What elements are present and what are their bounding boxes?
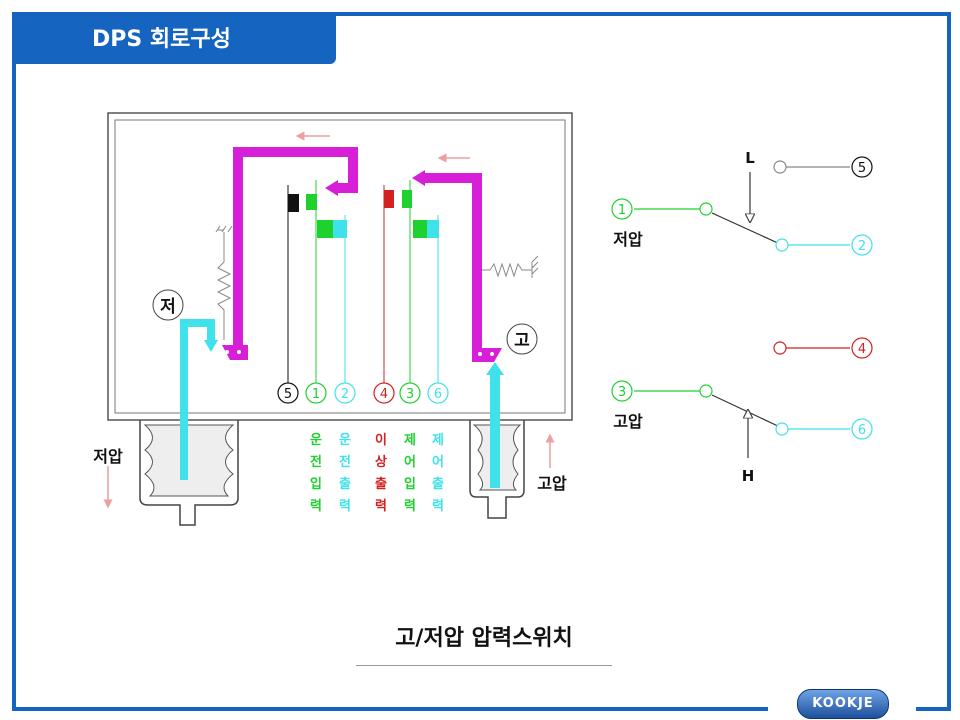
- low-pressure-label: 저압: [93, 447, 123, 466]
- low-pressure-cyan-path: [180, 319, 218, 480]
- svg-text:1: 1: [312, 387, 320, 402]
- terminal-captions: 운 전 입 력 운 전 출 력 이 상 출 력 제 어 입 력 제 어 출 력: [310, 432, 444, 514]
- svg-text:3: 3: [406, 387, 414, 402]
- terminal-1: 1: [305, 382, 327, 404]
- terminal-3: 3: [399, 382, 421, 404]
- svg-text:고: 고: [514, 331, 530, 351]
- terminal-2: 2: [334, 382, 356, 404]
- svg-text:전: 전: [310, 454, 322, 470]
- low-pressure-bellows: [139, 420, 239, 526]
- svg-text:제: 제: [432, 433, 444, 448]
- low-common-terminal: 1: [618, 203, 626, 218]
- svg-text:력: 력: [375, 499, 387, 514]
- high-switch-schematic: 3 4 6 H 고압: [611, 337, 873, 485]
- low-arrow-label: L: [745, 149, 755, 167]
- high-spring: [482, 255, 539, 278]
- svg-text:저: 저: [160, 297, 176, 317]
- high-nc-terminal: 4: [858, 342, 866, 357]
- terminal-6: 6: [427, 382, 449, 404]
- low-pressure-magenta-path: [222, 147, 358, 360]
- svg-text:운: 운: [339, 433, 351, 448]
- low-switch-schematic: 1 5 2 L 저압: [611, 149, 873, 256]
- direction-arrows: [103, 131, 555, 509]
- svg-text:4: 4: [380, 387, 388, 402]
- low-label-badge: 저: [152, 289, 184, 321]
- svg-text:력: 력: [404, 499, 416, 514]
- low-switch-name: 저압: [613, 230, 643, 249]
- logo-text: KOOKJE: [797, 689, 889, 719]
- svg-text:출: 출: [375, 476, 387, 492]
- high-switch-name: 고압: [613, 412, 643, 431]
- svg-text:상: 상: [375, 455, 387, 470]
- svg-text:6: 6: [434, 387, 442, 402]
- diagram-caption: 고/저압 압력스위치: [395, 626, 573, 651]
- contact-blocks: [288, 190, 439, 238]
- high-pressure-magenta-path: [412, 170, 502, 362]
- svg-text:력: 력: [432, 499, 444, 514]
- svg-text:2: 2: [341, 387, 349, 402]
- caption-fault-output: 이 상 출 력: [375, 432, 387, 514]
- caption-run-input: 운 전 입 력: [310, 433, 322, 514]
- low-nc-terminal: 5: [858, 161, 866, 176]
- svg-text:출: 출: [339, 476, 351, 492]
- svg-text:입: 입: [404, 477, 416, 492]
- high-common-terminal: 3: [618, 385, 626, 400]
- high-label-badge: 고: [506, 323, 538, 355]
- svg-text:운: 운: [310, 433, 322, 448]
- caption-control-output: 제 어 출 력: [432, 433, 444, 514]
- svg-text:전: 전: [339, 454, 351, 470]
- svg-text:력: 력: [339, 499, 351, 514]
- terminal-5: 5: [277, 382, 299, 404]
- svg-text:력: 력: [310, 499, 322, 514]
- svg-text:이: 이: [375, 432, 387, 448]
- slide-title: DPS 회로구성: [16, 16, 336, 64]
- low-no-terminal: 2: [858, 239, 866, 254]
- terminal-circles: 5 1 2 4 3 6: [277, 382, 449, 404]
- svg-text:출: 출: [432, 476, 444, 492]
- caption-control-input: 제 어 입 력: [404, 433, 416, 514]
- svg-text:어: 어: [432, 454, 444, 470]
- company-logo: KOOKJE: [768, 688, 916, 719]
- contact-lines: [287, 180, 439, 385]
- terminal-4: 4: [373, 382, 395, 404]
- caption-run-output: 운 전 출 력: [339, 433, 351, 514]
- svg-text:5: 5: [284, 387, 292, 402]
- high-no-terminal: 6: [858, 423, 866, 438]
- high-arrow-label: H: [742, 467, 755, 485]
- svg-text:제: 제: [404, 433, 416, 448]
- svg-text:입: 입: [310, 477, 322, 492]
- caption-underline: [356, 665, 612, 666]
- high-pressure-label: 고압: [537, 474, 567, 493]
- svg-text:어: 어: [404, 454, 416, 470]
- high-pressure-cyan-path: [486, 362, 504, 488]
- low-spring: [215, 225, 233, 340]
